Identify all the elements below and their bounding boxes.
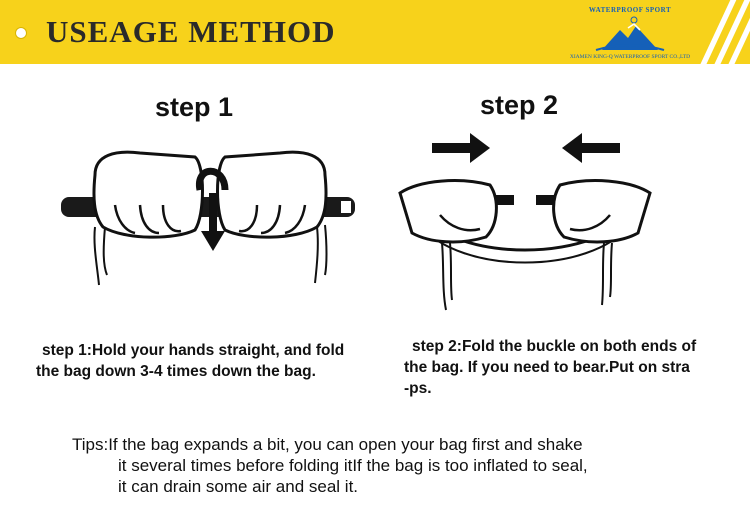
step-1-title: step 1 [155, 92, 234, 122]
decorative-stripes [700, 0, 750, 64]
header-banner: USEAGE METHOD WATERPROOF SPORT XIAMEN KI… [0, 0, 750, 64]
bullet-dot-icon [16, 28, 26, 38]
step-2-caption-line: -ps. [404, 380, 432, 397]
step-1-caption: step 1:Hold your hands straight, and fol… [36, 340, 345, 382]
step-2-title: step 2 [480, 90, 559, 120]
brand-logo: WATERPROOF SPORT XIAMEN KING-Q WATERPROO… [562, 6, 698, 62]
step-1-illustration [61, 150, 355, 286]
logo-text: WATERPROOF SPORT [588, 6, 672, 14]
company-name: XIAMEN KING-Q WATERPROOF SPORT CO.,LTD [569, 54, 691, 60]
arrow-left-icon [562, 133, 582, 163]
step-1-caption-line: step 1:Hold your hands straight, and fol… [42, 342, 345, 359]
tips-block: Tips:If the bag expands a bit, you can o… [72, 434, 588, 497]
step-1-caption-line: the bag down 3-4 times down the bag. [36, 363, 316, 380]
arrow-right-icon [470, 133, 490, 163]
mountain-swimmer-icon [595, 16, 665, 51]
step-2-caption-line: step 2:Fold the buckle on both ends of [412, 338, 697, 355]
tips-line: it can drain some air and seal it. [118, 477, 359, 496]
step-2-caption: step 2:Fold the buckle on both ends of t… [404, 336, 696, 399]
tips-line: Tips:If the bag expands a bit, you can o… [72, 435, 583, 454]
step-2-caption-line: the bag. If you need to bear.Put on stra [404, 359, 690, 376]
page-title: USEAGE METHOD [46, 14, 336, 49]
tips-line: it several times before folding itIf the… [118, 456, 588, 475]
step-2-illustration [398, 133, 652, 311]
